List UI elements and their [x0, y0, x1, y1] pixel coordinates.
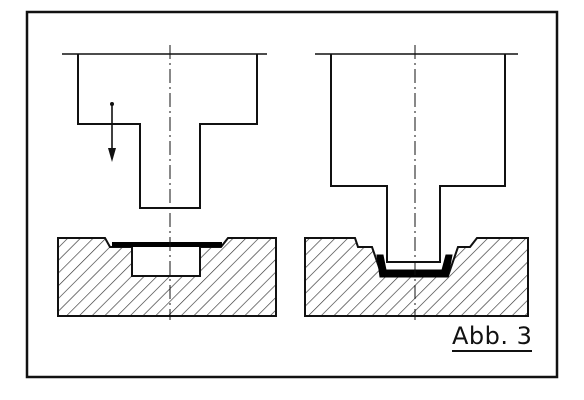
left-punch [77, 54, 258, 209]
left-blank [112, 242, 222, 247]
down-arrow-icon [108, 102, 116, 162]
right-assembly [304, 53, 529, 317]
figure-caption: Abb. 3 [452, 322, 533, 352]
right-punch [330, 54, 506, 263]
right-drawn-cup [376, 254, 453, 278]
left-die-cavity [133, 248, 199, 275]
left-assembly [57, 53, 277, 317]
outer-frame [25, 10, 559, 379]
